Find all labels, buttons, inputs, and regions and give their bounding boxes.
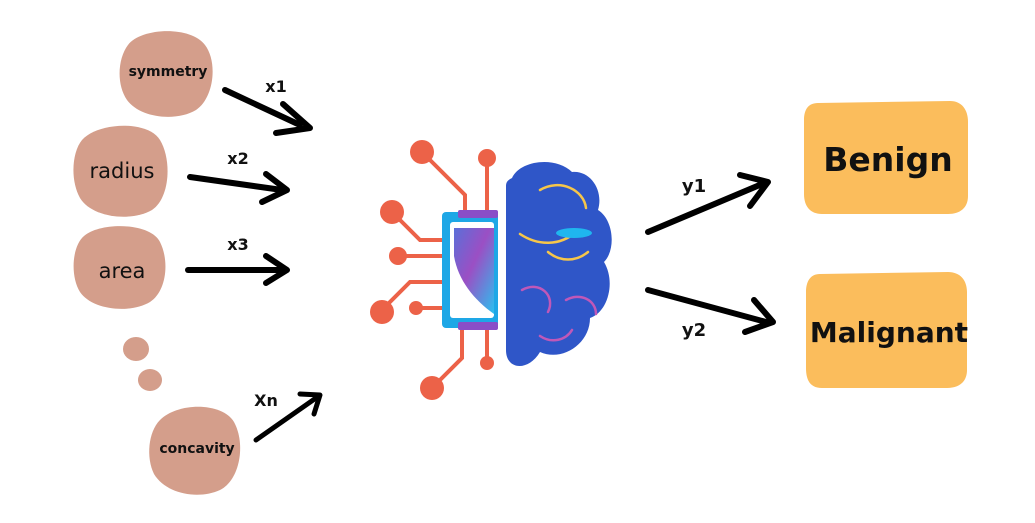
feature-label-symmetry: symmetry [129,64,208,80]
output-label-malignant: Malignant [810,316,968,349]
arrow-label-y2: y2 [682,320,706,341]
ellipsis-dot [138,369,162,391]
ellipsis-dots [123,337,162,391]
feature-label-area: area [99,259,146,283]
output-malignant: Malignant [806,272,968,388]
feature-radius: radius [73,125,168,217]
arrow-x3: x3 [185,235,290,286]
ai-brain-chip-icon [370,140,612,400]
arrow-label-x3: x3 [227,235,248,254]
feature-concavity: concavity [149,406,241,495]
feature-label-concavity: concavity [159,441,234,457]
chip-core [454,228,494,314]
arrow-y2: y2 [645,287,776,341]
feature-symmetry: symmetry [119,31,213,117]
brain [506,161,612,367]
feature-label-radius: radius [90,159,155,183]
arrow-x1: x1 [222,77,313,136]
output-benign: Benign [804,101,968,214]
arrow-y1: y1 [645,172,771,235]
feature-area: area [73,226,166,309]
output-label-benign: Benign [823,140,952,179]
ellipsis-dot [123,337,149,361]
arrow-xn: Xn [253,391,323,443]
arrow-label-x2: x2 [227,149,248,168]
circuit-nodes [370,140,496,400]
arrow-label-x1: x1 [265,77,286,96]
arrow-label-y1: y1 [682,176,706,197]
arrow-x2: x2 [187,149,290,205]
arrow-label-xn: Xn [254,391,278,410]
